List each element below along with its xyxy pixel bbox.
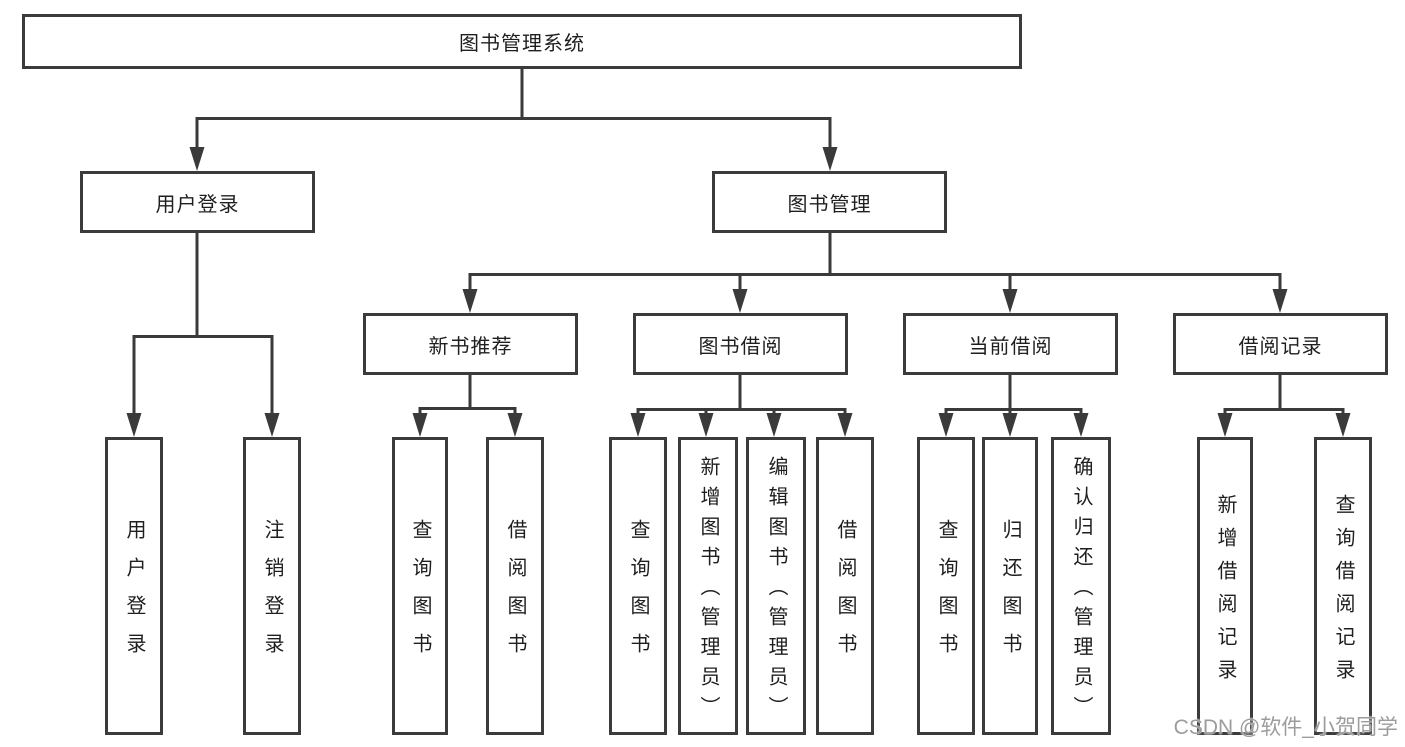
node-book-borrow: 图书借阅 <box>633 313 848 375</box>
node-book-borrow-label: 图书借阅 <box>698 335 783 358</box>
leaf-add-borrow-record: 新增借阅记录 <box>1197 437 1253 735</box>
leaf-query-borrow-record: 查询借阅记录 <box>1314 437 1372 735</box>
node-root-label: 图书管理系统 <box>459 33 585 55</box>
leaf-current-query-book: 查询图书 <box>917 437 975 735</box>
node-book-management-label: 图书管理 <box>787 193 872 216</box>
node-borrow-record: 借阅记录 <box>1173 313 1388 375</box>
leaf-user-login: 用户登录 <box>105 437 163 735</box>
node-user-login-label: 用户登录 <box>155 193 240 216</box>
leaf-edit-book-admin: 编辑图书（管理员） <box>746 437 806 735</box>
node-borrow-record-label: 借阅记录 <box>1238 335 1323 358</box>
leaf-confirm-return-admin: 确认归还（管理员） <box>1051 437 1111 735</box>
node-book-management: 图书管理 <box>712 171 947 233</box>
watermark: CSDN @软件_小贺同学 <box>1173 716 1398 739</box>
leaf-return-book: 归还图书 <box>982 437 1038 735</box>
leaf-logout: 注销登录 <box>243 437 301 735</box>
node-root: 图书管理系统 <box>22 14 1022 69</box>
leaf-recommend-query-book: 查询图书 <box>392 437 448 735</box>
node-user-login: 用户登录 <box>80 171 315 233</box>
leaf-borrow-book: 借阅图书 <box>816 437 874 735</box>
node-current-borrow: 当前借阅 <box>903 313 1118 375</box>
node-new-book-recommend: 新书推荐 <box>363 313 578 375</box>
leaf-add-book-admin: 新增图书（管理员） <box>678 437 738 735</box>
leaf-recommend-borrow-book: 借阅图书 <box>486 437 544 735</box>
node-current-borrow-label: 当前借阅 <box>968 335 1053 358</box>
node-new-book-recommend-label: 新书推荐 <box>428 335 513 358</box>
leaf-borrow-query-book: 查询图书 <box>609 437 667 735</box>
